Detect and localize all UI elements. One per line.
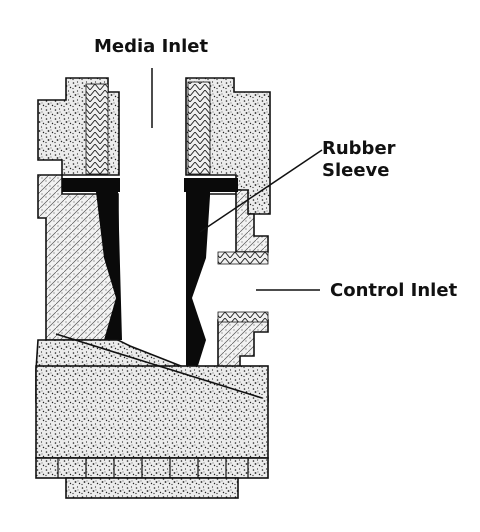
- control-inlet-label: Control Inlet: [330, 280, 458, 301]
- right-upper-thread: [217, 251, 269, 265]
- rubber-sleeve-right: [186, 192, 210, 372]
- rubber-sleeve-left: [96, 192, 122, 340]
- base-block: [35, 365, 269, 459]
- rubber-sleeve-label-line1: Rubber: [322, 138, 396, 159]
- left-nut: [37, 77, 120, 176]
- rubber-sleeve-label-line2: Sleeve: [322, 160, 390, 181]
- base-parting-line: [55, 333, 263, 399]
- media-inlet-label: Media Inlet: [94, 36, 209, 57]
- right-collar: [184, 178, 238, 192]
- left-collar: [62, 178, 120, 192]
- right-nut: [185, 77, 271, 215]
- bottom-plate: [35, 457, 269, 479]
- bottom-foot: [65, 477, 239, 499]
- rubber-sleeve-leader: [199, 149, 323, 233]
- right-lower-thread: [217, 311, 269, 323]
